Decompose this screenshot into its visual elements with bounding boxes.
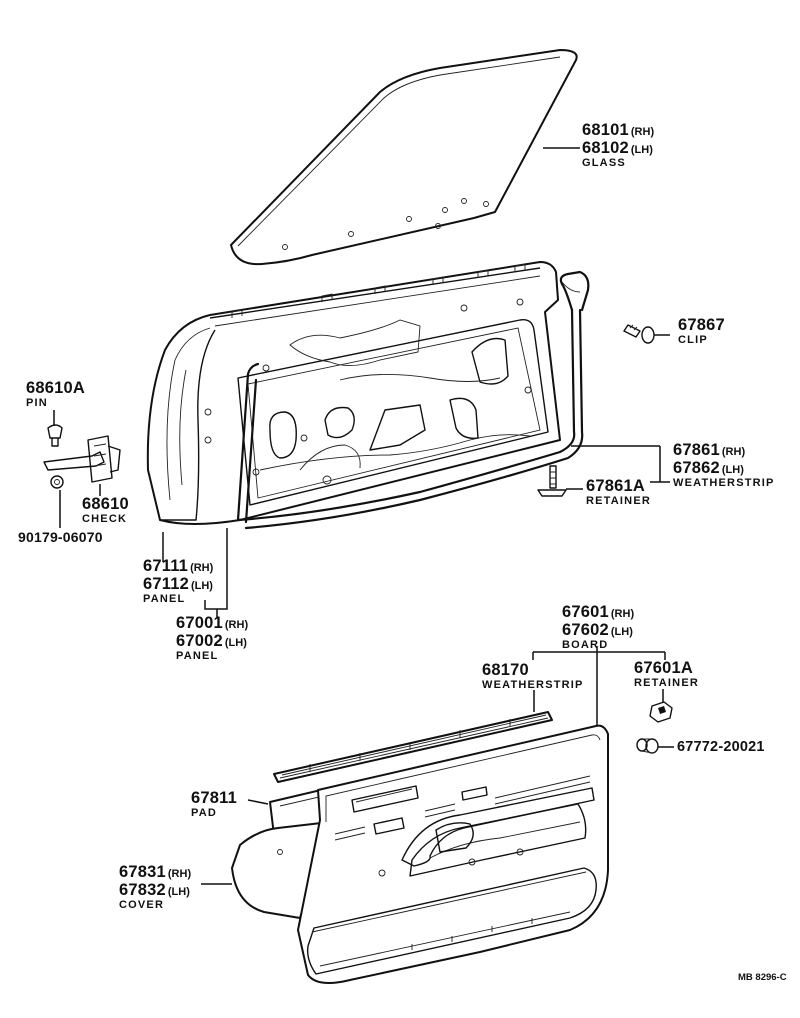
retainer-illustration [537, 465, 567, 497]
cover-label: 67831(RH) 67832(LH) COVER [119, 864, 191, 911]
board-retainer-label: 67601A RETAINER [634, 660, 699, 689]
panel-sub-rh-suffix: (RH) [190, 562, 214, 574]
cover-rh-suffix: (RH) [167, 868, 192, 880]
belt-weatherstrip-label: 68170 WEATHERSTRIP [482, 662, 584, 691]
panel-assy-lh-suffix: (LH) [224, 637, 247, 649]
pin-name: PIN [26, 396, 48, 409]
board-rh-suffix: (RH) [610, 608, 635, 620]
panel-assy-name: PANEL [176, 650, 219, 662]
glass-lh-suffix: (LH) [630, 144, 653, 156]
pad-label: 67811 PAD [191, 790, 237, 819]
belt-weatherstrip-illustration [273, 711, 553, 783]
door-weatherstrip-illustration [236, 270, 590, 530]
clip-bolt-illustration [636, 738, 659, 754]
glass-lh-number: 68102 [582, 139, 629, 157]
ws-retainer-name: RETAINER [586, 494, 652, 507]
panel-assy-rh-number: 67001 [176, 614, 223, 632]
door-glass-illustration [230, 49, 578, 266]
door-ws-name: WEATHERSTRIP [673, 477, 775, 489]
panel-sub-label: 67111(RH) 67112(LH) PANEL [143, 558, 213, 605]
bolt-number: 90179-06070 [18, 529, 103, 545]
board-rh-number: 67601 [562, 603, 609, 621]
panel-assy-rh-suffix: (RH) [224, 619, 249, 631]
panel-assy-lh-number: 67002 [176, 632, 223, 650]
clip-number: 67867 [678, 316, 725, 334]
door-weatherstrip-label: 67861(RH) 67862(LH) WEATHERSTRIP [673, 442, 775, 489]
board-retainer-illustration [649, 701, 673, 723]
check-label: 68610 CHECK [82, 496, 129, 525]
cover-name: COVER [119, 899, 165, 911]
door-ws-lh-number: 67862 [673, 459, 720, 477]
glass-rh-number: 68101 [582, 121, 629, 139]
pad-leader [247, 799, 269, 805]
panel-assy-label: 67001(RH) 67002(LH) PANEL [176, 615, 248, 662]
board-name: BOARD [562, 639, 609, 651]
glass-label: 68101(RH) 68102(LH) GLASS [582, 122, 654, 169]
panel-sub-lh-number: 67112 [143, 575, 189, 593]
pin-number: 68610A [26, 379, 85, 397]
door-ws-rh-number: 67861 [673, 441, 720, 459]
cover-lh-suffix: (LH) [167, 886, 190, 898]
pad-name: PAD [191, 806, 218, 819]
drawing-code: MB 8296-C [738, 972, 787, 983]
pin-label: 68610A PIN [26, 380, 85, 409]
check-number: 68610 [82, 495, 129, 513]
door-ws-rh-suffix: (RH) [721, 446, 746, 458]
panel-sub-rh-number: 67111 [143, 557, 189, 575]
ws-retainer-number: 67861A [586, 477, 645, 495]
cover-rh-number: 67831 [119, 863, 166, 881]
panel-sub-lh-suffix: (LH) [190, 580, 213, 592]
trim-board-illustration [297, 724, 609, 985]
clip-name: CLIP [678, 333, 708, 346]
board-retainer-number: 67601A [634, 659, 693, 677]
panel-assy-leader [204, 528, 228, 610]
cover-lh-number: 67832 [119, 881, 166, 899]
board-label: 67601(RH) 67602(LH) BOARD [562, 604, 634, 651]
glass-name: GLASS [582, 157, 626, 169]
check-illustration [43, 424, 121, 489]
pad-number: 67811 [191, 789, 237, 807]
clip-label: 67867 CLIP [678, 317, 725, 346]
door-panel-illustration [146, 261, 561, 525]
board-retainer-name: RETAINER [634, 676, 700, 689]
clip-illustration [623, 324, 655, 344]
check-name: CHECK [82, 512, 128, 525]
ws-retainer-label: 67861A RETAINER [586, 478, 651, 507]
belt-ws-name: WEATHERSTRIP [482, 678, 584, 691]
glass-rh-suffix: (RH) [630, 126, 655, 138]
belt-ws-number: 68170 [482, 661, 529, 679]
panel-sub-name: PANEL [143, 593, 186, 605]
door-ws-lh-suffix: (LH) [721, 464, 744, 476]
clip-bolt-number: 67772-20021 [677, 739, 765, 755]
board-lh-number: 67602 [562, 621, 609, 639]
board-lh-suffix: (LH) [610, 626, 633, 638]
